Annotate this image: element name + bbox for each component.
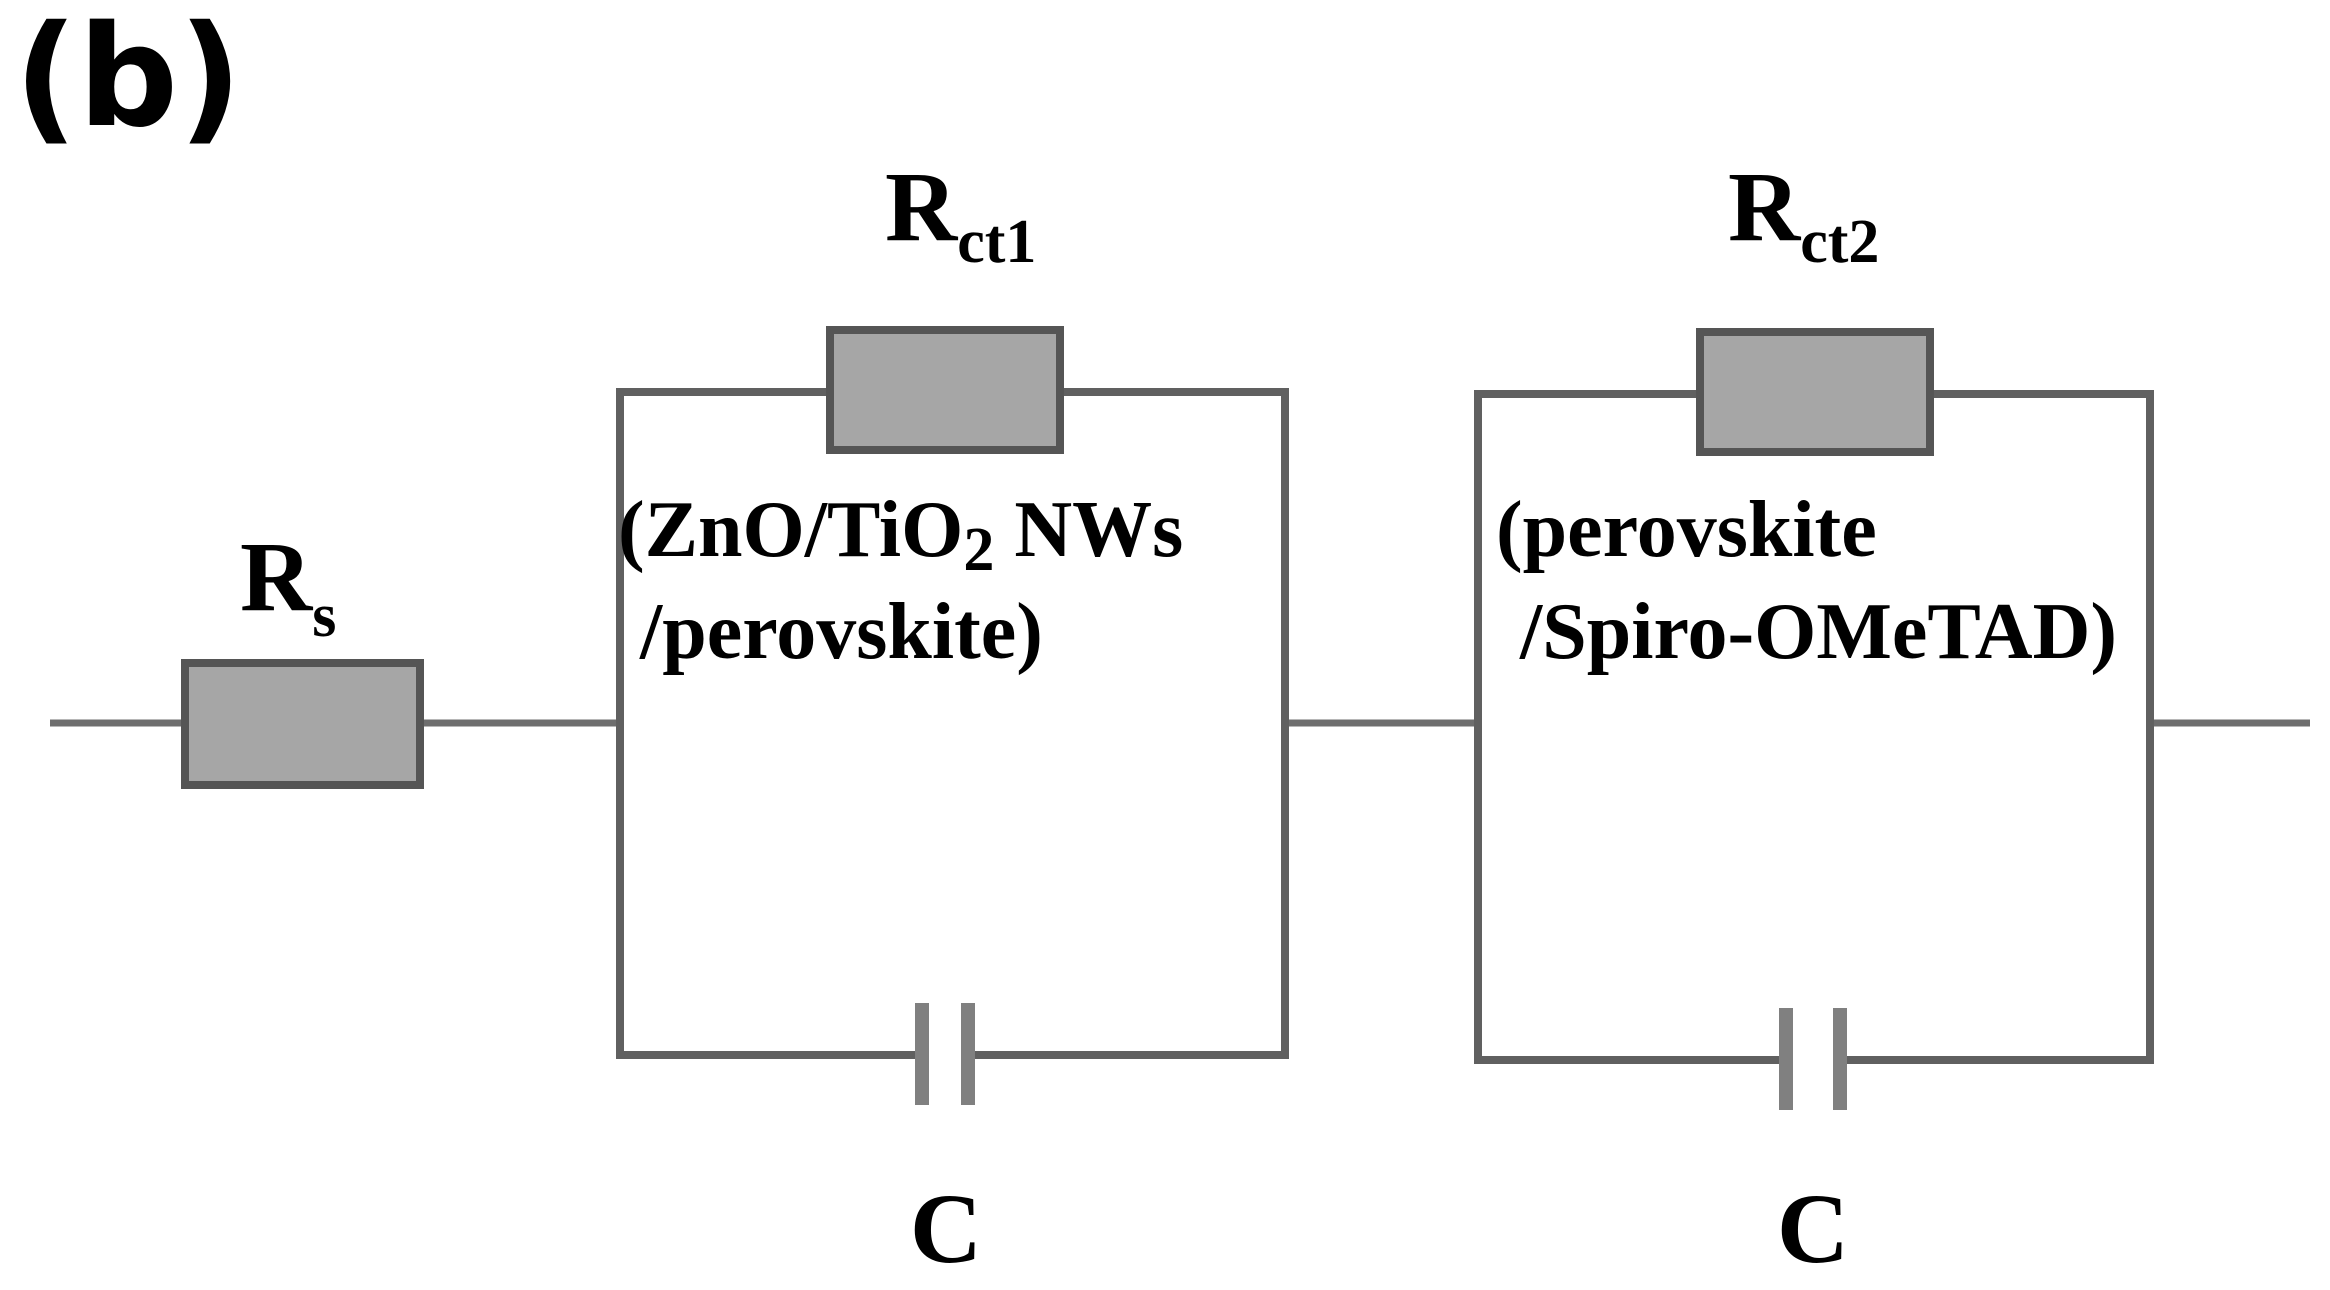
label-rct1: Rct1 — [885, 151, 1036, 276]
label-rct2: Rct2 — [1728, 151, 1879, 276]
label-c2: C — [1777, 1173, 1849, 1284]
block2-annotation-line1: (perovskite — [1496, 486, 1877, 574]
label-rct1-sub: ct1 — [957, 208, 1036, 276]
label-rct2-main: R — [1728, 151, 1802, 262]
label-rs-main: R — [240, 521, 314, 632]
block2-annotation-line2: /Spiro-OMeTAD) — [1519, 588, 2117, 676]
label-c1: C — [910, 1173, 982, 1284]
label-rs: Rs — [240, 521, 336, 650]
label-rs-sub: s — [312, 582, 336, 650]
block1-annotation-post: NWs — [994, 486, 1183, 574]
label-rct2-sub: ct2 — [1800, 208, 1879, 276]
resistor-rct2 — [1696, 328, 1934, 456]
label-rct1-main: R — [885, 151, 959, 262]
panel-label: (b) — [14, 0, 243, 159]
block1-annotation-sub: 2 — [963, 516, 994, 584]
block1-annotation-pre: (ZnO/TiO — [618, 486, 963, 574]
rc-block-1 — [616, 326, 1289, 1105]
block1-annotation-line1: (ZnO/TiO2 NWs — [618, 486, 1183, 584]
rc-block-2 — [1474, 328, 2154, 1110]
resistor-rs — [181, 659, 424, 789]
block1-annotation-line2: /perovskite) — [639, 588, 1043, 676]
resistor-rct1 — [826, 326, 1064, 454]
